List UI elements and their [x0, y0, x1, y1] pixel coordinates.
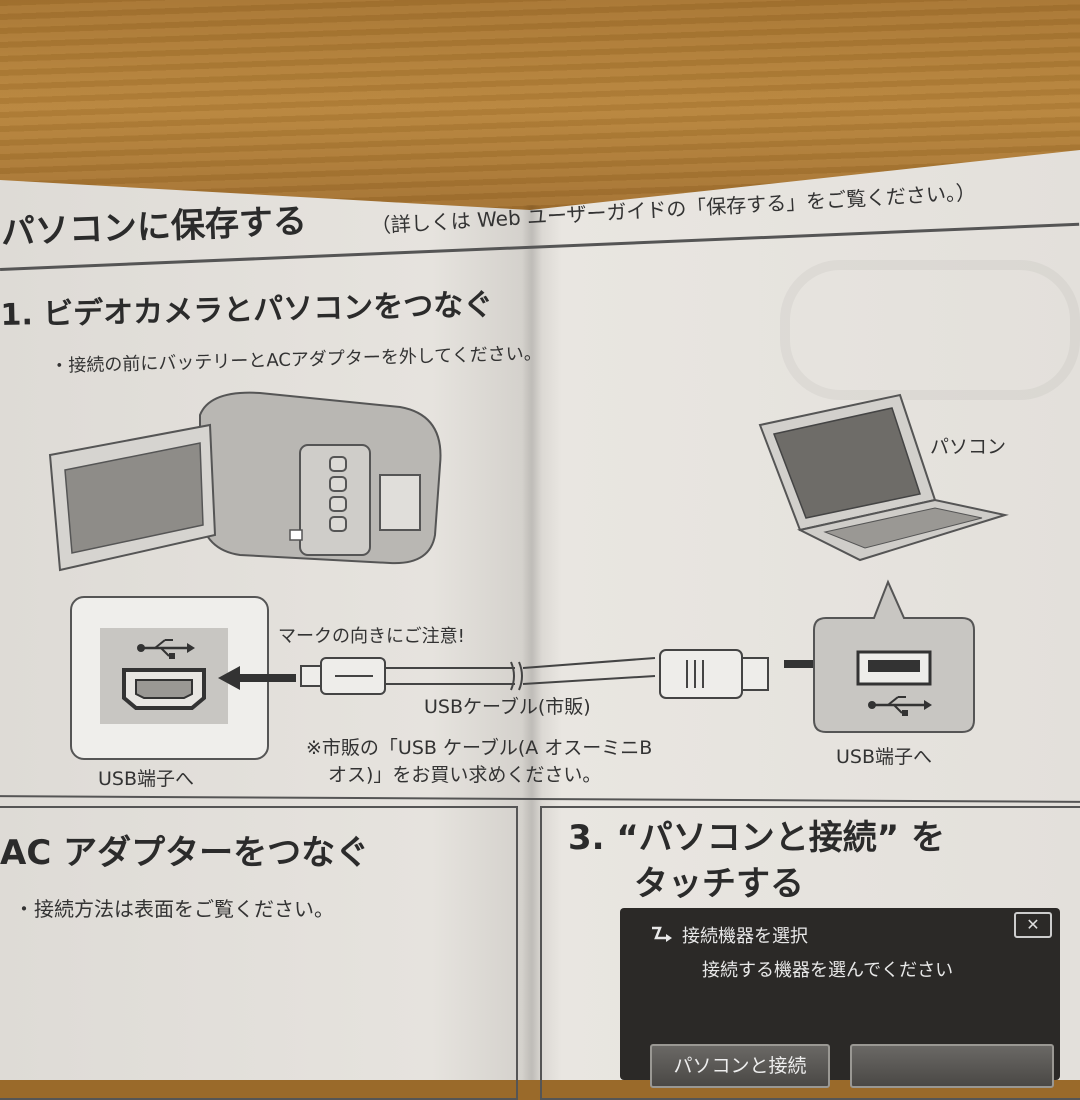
- usb-symbol-icon: [137, 639, 195, 659]
- step-2-note: ・接続方法は表面をご覧ください。: [14, 897, 334, 921]
- camera-screen-mockup: 接続機器を選択 ✕ 接続する機器を選んでください パソコンと接続: [620, 908, 1060, 1088]
- laptop-illustration: [758, 393, 1009, 562]
- connection-icon: [652, 926, 672, 942]
- pc-port-label: USB端子へ: [836, 746, 933, 768]
- arrow-left-icon: [218, 666, 296, 690]
- step-3-heading-line-2: タッチする: [634, 864, 804, 904]
- purchase-note-line-1: ※市販の「USB ケーブル(A オスーミニB: [306, 737, 653, 759]
- screen-close-button[interactable]: ✕: [1014, 912, 1052, 938]
- screen-title: 接続機器を選択: [682, 926, 808, 947]
- mini-usb-port-icon: [122, 668, 206, 710]
- pc-port-callout: [813, 579, 975, 733]
- screen-subtitle: 接続する機器を選んでください: [702, 960, 954, 981]
- step-2-heading: AC アダプターをつなぐ: [0, 833, 370, 873]
- usb-cable-label: USBケーブル(市販): [424, 696, 591, 718]
- pc-label: パソコン: [930, 436, 1007, 458]
- mark-orientation-note: マークの向きにご注意!: [278, 626, 465, 647]
- step-3-heading: 3. “パソコンと接続” を タッチする: [568, 815, 945, 907]
- show-through-decoration: [780, 260, 1080, 400]
- usb-cable-illustration: [300, 649, 769, 699]
- video-camera-illustration: [48, 391, 442, 572]
- connect-pc-button[interactable]: パソコンと接続: [650, 1044, 830, 1088]
- other-device-button[interactable]: [850, 1044, 1054, 1088]
- page-fold: [522, 205, 542, 1080]
- camera-port-label: USB端子へ: [98, 768, 195, 790]
- step-3-heading-line-1: 3. “パソコンと接続” を: [568, 818, 945, 858]
- purchase-note-line-2: オス)」をお買い求めください。: [328, 764, 602, 786]
